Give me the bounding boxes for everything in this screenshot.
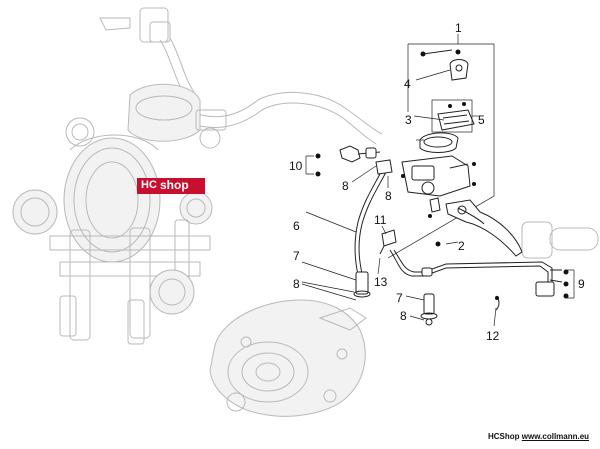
callout-8d: 8 (400, 309, 407, 323)
lower-fittings-7-8 (353, 271, 500, 326)
ghost-engine-housing (209, 299, 367, 417)
callout-8c: 8 (293, 277, 300, 291)
callout-1: 1 (455, 21, 462, 35)
callout-6: 6 (293, 219, 300, 233)
watermark-brand-a: HC (141, 179, 157, 191)
reservoir-cap-parts (420, 49, 469, 108)
callout-numbers: 1 2 3 4 5 6 7 7 8 8 8 8 9 10 11 12 13 (289, 21, 585, 343)
ghost-motorcycle-front (12, 7, 383, 345)
watermark-brand-b: shop (160, 178, 189, 192)
right-banjo-9 (549, 269, 569, 299)
clutch-lever-2 (428, 197, 523, 257)
callout-7a: 7 (293, 249, 300, 263)
callout-7b: 7 (396, 291, 403, 305)
master-cylinder-body (401, 155, 476, 197)
callout-9: 9 (578, 277, 585, 291)
group-1-bracket (387, 43, 495, 259)
ghost-right-grip (521, 221, 599, 259)
line-to-right (389, 249, 555, 297)
callout-10: 10 (289, 159, 303, 173)
reservoir-cover-5 (431, 99, 475, 133)
callout-8a: 8 (342, 179, 349, 193)
callout-8b: 8 (385, 189, 392, 203)
callout-12: 12 (486, 329, 500, 343)
diaphragm-3 (419, 132, 459, 153)
callout-13: 13 (374, 275, 388, 289)
callout-3: 3 (405, 113, 412, 127)
leader-lines (301, 69, 575, 327)
callout-4: 4 (404, 77, 411, 91)
footer-url-link[interactable]: www.collmann.eu (521, 432, 590, 441)
banjo-fitting-10 (315, 145, 381, 177)
callout-11: 11 (374, 213, 387, 227)
watermark-badge (137, 178, 205, 194)
callout-5: 5 (478, 113, 485, 127)
bleed-valve-11 (379, 229, 397, 255)
callout-2: 2 (458, 239, 465, 253)
footer-credit: HCShop www.collmann.eu (488, 432, 589, 441)
footer-shop-name: HCShop (488, 432, 520, 441)
